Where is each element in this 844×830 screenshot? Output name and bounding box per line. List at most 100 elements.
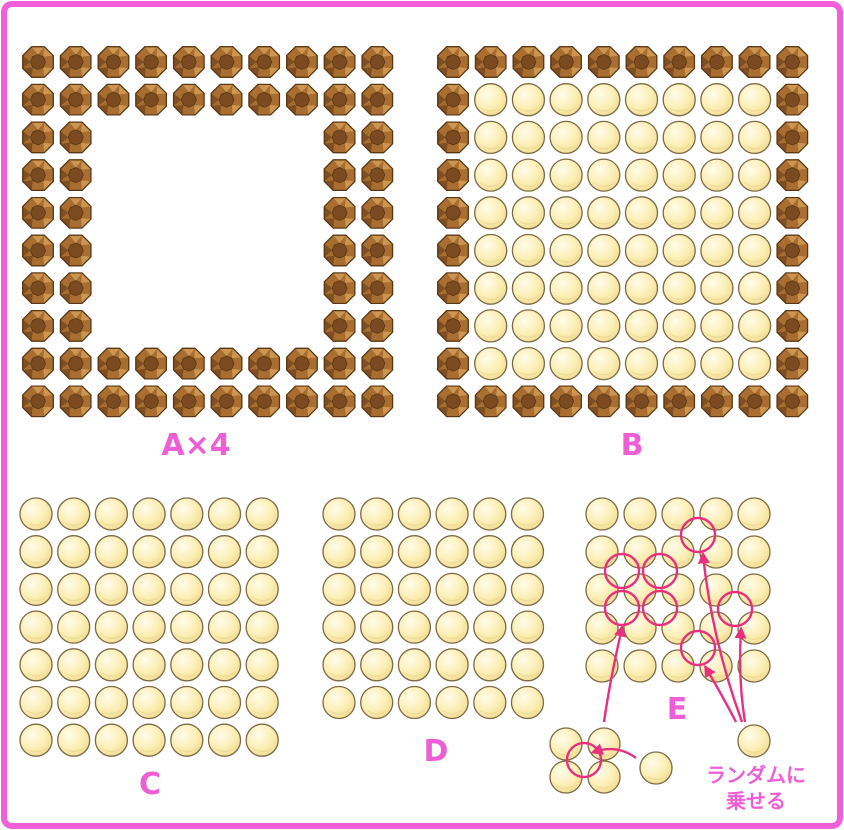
cream-ball-icon [133, 724, 165, 756]
octagonal-cookie-icon [98, 386, 128, 416]
cream-ball-icon [398, 573, 430, 605]
cream-ball-icon [95, 611, 127, 643]
octagonal-cookie-icon [324, 160, 354, 190]
octagonal-cookie-icon [777, 273, 807, 303]
octagonal-cookie-icon [739, 386, 769, 416]
octagonal-cookie-icon [23, 273, 53, 303]
cream-ball-icon [20, 687, 52, 719]
cream-ball-icon [701, 272, 733, 304]
cream-ball-icon [512, 159, 544, 191]
cream-ball-icon [700, 498, 732, 530]
cream-ball-icon [550, 84, 582, 116]
cream-ball-icon [701, 159, 733, 191]
octagonal-cookie-icon [60, 386, 90, 416]
octagonal-cookie-icon [136, 47, 166, 77]
octagonal-cookie-icon [249, 386, 279, 416]
circle-marker-icon [718, 592, 752, 626]
octagonal-cookie-icon [287, 84, 317, 114]
cream-ball-icon [209, 724, 241, 756]
octagonal-cookie-icon [438, 84, 468, 114]
octagonal-cookie-icon [324, 235, 354, 265]
cream-ball-icon [171, 687, 203, 719]
octagonal-cookie-icon [551, 47, 581, 77]
loose-ball-icon [588, 728, 620, 760]
octagonal-cookie-icon [589, 47, 619, 77]
octagonal-cookie-icon [438, 386, 468, 416]
cream-ball-icon [95, 649, 127, 681]
cream-ball-icon [246, 687, 278, 719]
cream-ball-icon [133, 498, 165, 530]
octagonal-cookie-icon [60, 47, 90, 77]
cream-ball-icon [738, 498, 770, 530]
cream-ball-icon [323, 536, 355, 568]
octagonal-cookie-icon [174, 348, 204, 378]
cream-ball-icon [436, 573, 468, 605]
octagonal-cookie-icon [98, 348, 128, 378]
octagonal-cookie-icon [211, 47, 241, 77]
cream-ball-icon [738, 612, 770, 644]
cream-ball-icon [626, 84, 658, 116]
octagonal-cookie-icon [324, 311, 354, 341]
octagonal-cookie-icon [626, 47, 656, 77]
octagonal-cookie-icon [98, 47, 128, 77]
octagonal-cookie-icon [438, 235, 468, 265]
octagonal-cookie-icon [362, 273, 392, 303]
circle-marker-icon [605, 591, 639, 625]
cream-ball-icon [58, 498, 90, 530]
cream-ball-icon [133, 573, 165, 605]
cream-ball-icon [209, 649, 241, 681]
cream-ball-icon [398, 687, 430, 719]
octagonal-cookie-icon [324, 47, 354, 77]
cream-ball-icon [624, 498, 656, 530]
loose-ball-icon [640, 752, 672, 784]
label-e: E [667, 692, 688, 727]
cream-ball-icon [512, 611, 544, 643]
octagonal-cookie-icon [362, 160, 392, 190]
cream-ball-icon [246, 611, 278, 643]
cream-ball-icon [20, 573, 52, 605]
octagonal-cookie-icon [362, 348, 392, 378]
cream-ball-icon [663, 121, 695, 153]
octagonal-cookie-icon [136, 348, 166, 378]
octagonal-cookie-icon [174, 47, 204, 77]
cream-ball-icon [436, 687, 468, 719]
cream-ball-icon [550, 348, 582, 380]
octagonal-cookie-icon [702, 386, 732, 416]
cream-ball-icon [550, 121, 582, 153]
cream-ball-icon [398, 498, 430, 530]
cream-ball-icon [512, 649, 544, 681]
cream-ball-icon [58, 573, 90, 605]
panel-e [550, 498, 770, 793]
cream-ball-icon [133, 536, 165, 568]
cream-ball-icon [398, 649, 430, 681]
cream-ball-icon [624, 650, 656, 682]
octagonal-cookie-icon [438, 47, 468, 77]
cream-ball-icon [550, 197, 582, 229]
cream-ball-icon [701, 121, 733, 153]
cream-ball-icon [95, 573, 127, 605]
octagonal-cookie-icon [475, 386, 505, 416]
cream-ball-icon [361, 536, 393, 568]
cream-ball-icon [474, 573, 506, 605]
cream-ball-icon [95, 687, 127, 719]
octagonal-cookie-icon [60, 160, 90, 190]
cream-ball-icon [663, 235, 695, 267]
octagonal-cookie-icon [324, 386, 354, 416]
cream-ball-icon [58, 611, 90, 643]
label-a: A×4 [161, 428, 230, 463]
octagonal-cookie-icon [98, 84, 128, 114]
cream-ball-icon [662, 650, 694, 682]
cream-ball-icon [133, 687, 165, 719]
cream-ball-icon [20, 536, 52, 568]
circle-marker-icon [643, 554, 677, 588]
cream-ball-icon [475, 197, 507, 229]
octagonal-cookie-icon [60, 235, 90, 265]
octagonal-cookie-icon [362, 198, 392, 228]
octagonal-cookie-icon [23, 84, 53, 114]
cream-ball-icon [475, 84, 507, 116]
octagonal-cookie-icon [211, 386, 241, 416]
note-random-line1: ランダムに [706, 763, 806, 787]
octagonal-cookie-icon [249, 47, 279, 77]
octagonal-cookie-icon [777, 84, 807, 114]
cream-ball-icon [586, 536, 618, 568]
